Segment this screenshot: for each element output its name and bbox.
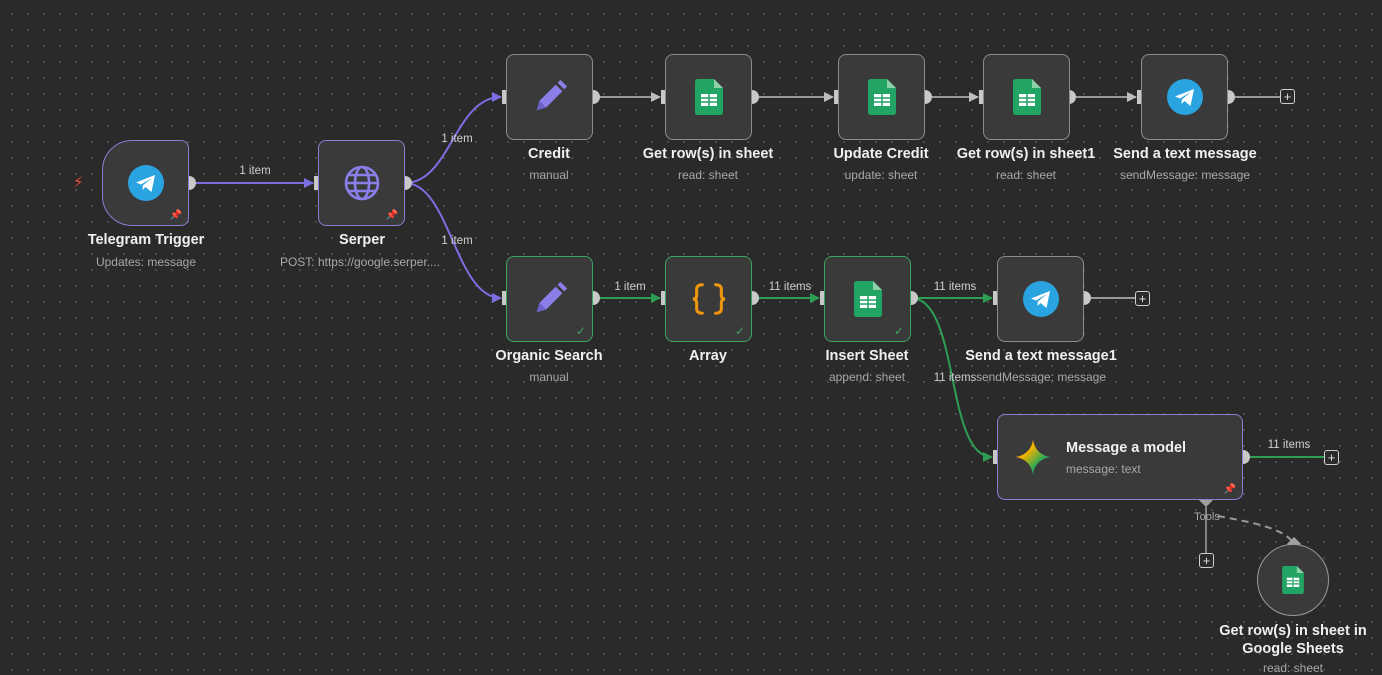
- add-node-button[interactable]: +: [1280, 89, 1295, 104]
- node-get-rows[interactable]: [665, 54, 752, 140]
- add-node-button[interactable]: +: [1135, 291, 1150, 306]
- node-title: Array: [689, 348, 727, 364]
- node-title: Message a model: [1066, 440, 1187, 456]
- node-subtitle: append: sheet: [828, 370, 906, 384]
- success-check-icon: ✓: [575, 324, 586, 338]
- edge-label: 1 item: [239, 165, 271, 177]
- node-title: Insert Sheet: [825, 348, 909, 364]
- node-array[interactable]: ✓: [665, 256, 752, 342]
- edge-label: 1 item: [441, 235, 473, 247]
- telegram-icon: [1022, 280, 1060, 318]
- edge-label: 1 item: [441, 133, 473, 145]
- telegram-icon: [127, 164, 165, 202]
- tools-connector-label: Tools: [1194, 511, 1220, 523]
- node-subtitle: sendMessage: message: [1119, 168, 1251, 182]
- node-title: Credit: [528, 146, 570, 162]
- node-credit[interactable]: [506, 54, 593, 140]
- pencil-icon: [531, 78, 569, 116]
- add-node-button[interactable]: +: [1324, 450, 1339, 465]
- gemini-sparkle-icon: [1014, 438, 1052, 476]
- node-title: Serper: [339, 232, 385, 248]
- google-sheets-icon: [849, 280, 887, 318]
- pencil-icon: [531, 280, 569, 318]
- node-title: Update Credit: [833, 146, 929, 162]
- node-get-rows-gs-tool[interactable]: [1257, 544, 1329, 616]
- success-check-icon: ✓: [734, 324, 745, 338]
- pin-icon: 📌: [1223, 484, 1236, 495]
- google-sheets-icon: [1274, 561, 1312, 599]
- edge-label: 11 items: [933, 281, 977, 293]
- edge-label: 11 items: [1267, 439, 1311, 451]
- node-subtitle: POST: https://google.serper....: [279, 255, 441, 269]
- node-subtitle: Updates: message: [95, 255, 197, 269]
- edge-label: 11 items: [768, 281, 812, 293]
- node-subtitle: manual: [529, 370, 569, 384]
- code-braces-icon: [690, 280, 728, 318]
- node-message-model[interactable]: 📌: [997, 414, 1243, 500]
- node-title: Get row(s) in sheet1: [956, 146, 1096, 162]
- node-subtitle: read: sheet: [995, 168, 1057, 182]
- edge-label: 11 items: [933, 372, 977, 384]
- node-title: Get row(s) in sheet: [642, 146, 774, 162]
- node-title: Get row(s) in sheet in Google Sheets: [1219, 623, 1367, 657]
- node-get-rows1[interactable]: [983, 54, 1070, 140]
- node-title: Send a text message: [1113, 146, 1257, 162]
- node-title: Organic Search: [495, 348, 603, 364]
- node-organic-search[interactable]: ✓: [506, 256, 593, 342]
- telegram-icon: [1166, 78, 1204, 116]
- trigger-bolt-icon: ⚡: [73, 174, 84, 191]
- node-send-text1[interactable]: [997, 256, 1084, 342]
- node-subtitle: message: text: [1066, 462, 1141, 476]
- success-check-icon: ✓: [893, 324, 904, 338]
- edge-label: 1 item: [614, 281, 646, 293]
- globe-icon: [343, 164, 381, 202]
- node-serper[interactable]: 📌: [318, 140, 405, 226]
- google-sheets-icon: [863, 78, 901, 116]
- node-insert-sheet[interactable]: ✓: [824, 256, 911, 342]
- node-send-text[interactable]: [1141, 54, 1228, 140]
- node-subtitle: read: sheet: [677, 168, 739, 182]
- node-subtitle: manual: [529, 168, 569, 182]
- node-subtitle: sendMessage: message: [975, 370, 1107, 384]
- node-title: Telegram Trigger: [87, 232, 205, 248]
- pin-icon: 📌: [169, 210, 182, 221]
- node-subtitle: read: sheet: [1262, 661, 1324, 675]
- google-sheets-icon: [1008, 78, 1046, 116]
- pin-icon: 📌: [385, 210, 398, 221]
- edge-tools-sheets: [1217, 515, 1295, 545]
- node-subtitle: update: sheet: [844, 168, 918, 182]
- node-telegram-trigger[interactable]: 📌: [102, 140, 189, 226]
- node-title: Send a text message1: [965, 348, 1117, 364]
- add-tool-button[interactable]: +: [1199, 553, 1214, 568]
- node-update-credit[interactable]: [838, 54, 925, 140]
- google-sheets-icon: [690, 78, 728, 116]
